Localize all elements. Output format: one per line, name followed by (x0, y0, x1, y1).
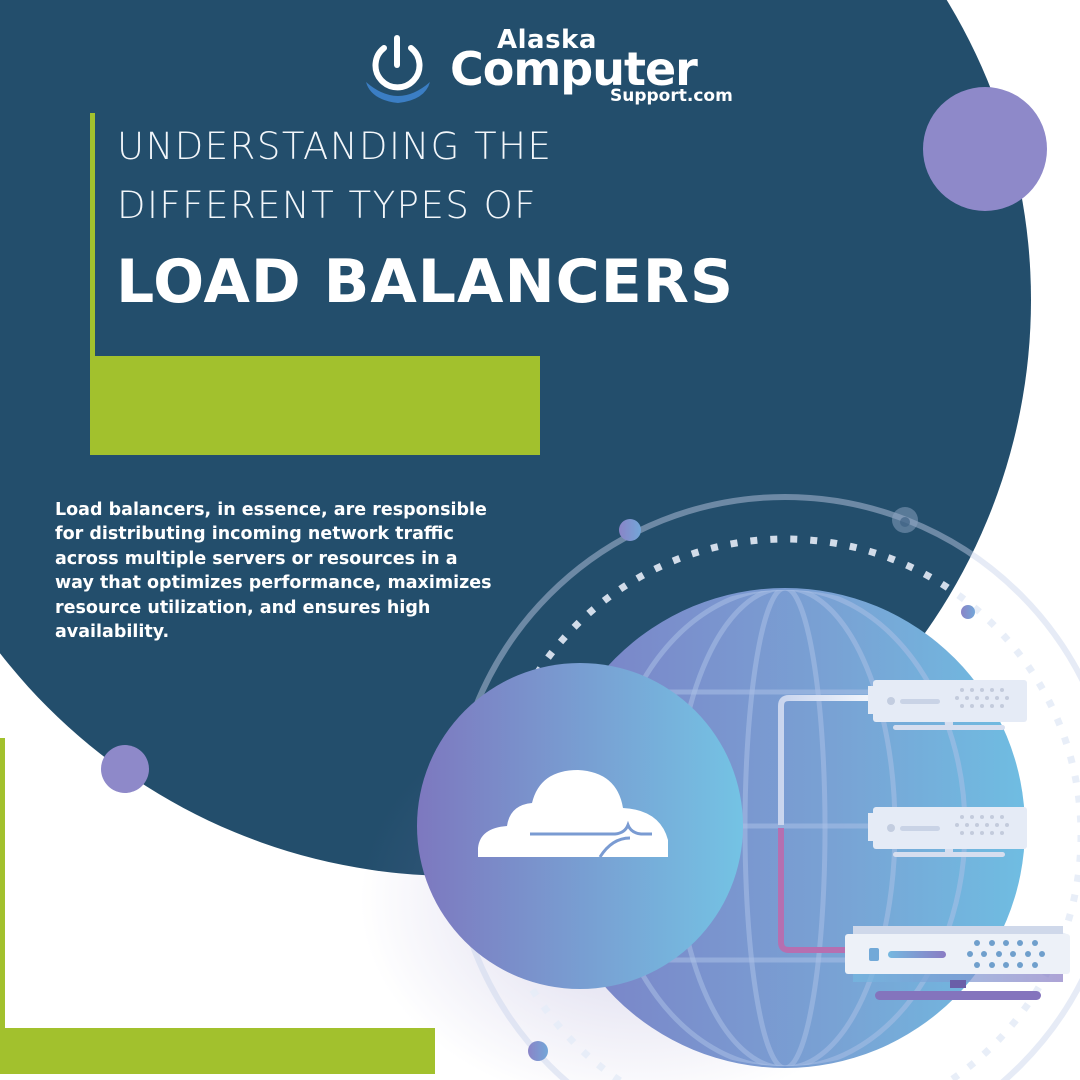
brand-line-alaska: Alaska (497, 25, 597, 55)
orbit-dot (528, 1041, 548, 1061)
orbit-dot (619, 519, 641, 541)
purple-accent-circle-large (923, 87, 1047, 211)
orbit-dot (961, 605, 975, 619)
purple-accent-circle-small (101, 745, 149, 793)
heading-line-2: DIFFERENT TYPES OF (117, 184, 538, 227)
brand-line-support: Support.com (610, 86, 733, 106)
server-icon (868, 680, 1027, 730)
green-accent-left-edge (0, 738, 5, 1030)
green-accent-bottom-bar (0, 1028, 435, 1074)
green-accent-block (90, 356, 540, 455)
power-icon (366, 35, 430, 103)
heading-emphasis: LOAD BALANCERS (116, 247, 735, 317)
heading-line-1: UNDERSTANDING THE (117, 125, 553, 168)
green-accent-vertical-line (90, 113, 95, 358)
server-icon (845, 926, 1070, 1000)
server-icon (868, 807, 1027, 857)
description-paragraph: Load balancers, in essence, are responsi… (55, 499, 492, 643)
cloud-icon (478, 770, 668, 857)
brand-line-computer: Computer (450, 42, 698, 96)
network-illustration (360, 494, 1080, 1080)
